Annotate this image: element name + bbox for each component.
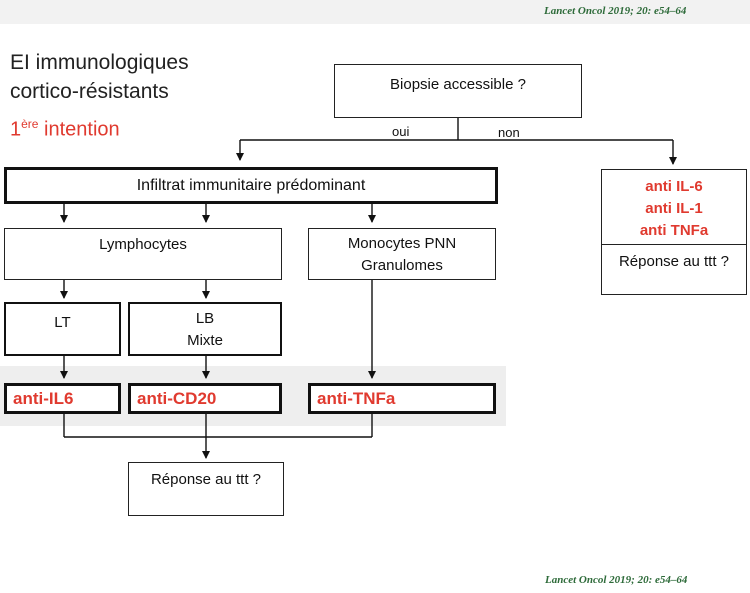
subtitle-text: intention — [38, 118, 120, 141]
anti-il6-box: anti-IL6 — [4, 383, 121, 414]
right-reponse-label: Réponse au ttt ? — [618, 253, 730, 270]
subtitle-number: 1 — [10, 118, 22, 141]
reponse-box: Réponse au ttt ? — [128, 462, 284, 516]
anti-cd20-label: anti-CD20 — [137, 389, 217, 408]
reponse-label: Réponse au ttt ? — [150, 471, 262, 488]
anti-tnfa-box: anti-TNFa — [308, 383, 496, 414]
right-reponse: Réponse au ttt ? — [602, 244, 746, 273]
branch-oui: oui — [392, 124, 410, 139]
top-bar — [0, 0, 750, 24]
anti-tnfa-label: anti-TNFa — [317, 389, 396, 408]
lymphocytes-label: Lymphocytes — [99, 236, 187, 253]
monocytes-label-2: Granulomes — [361, 257, 443, 274]
infiltrat-box: Infiltrat immunitaire prédominant — [4, 167, 498, 204]
monocytes-box: Monocytes PNN Granulomes — [308, 228, 496, 280]
monocytes-label-1: Monocytes PNN — [347, 235, 457, 252]
title-line-2: cortico-résistants — [10, 80, 169, 103]
subtitle-sup: ère — [21, 117, 39, 131]
right-treatments: anti IL-6 anti IL-1 anti TNFa — [602, 170, 746, 242]
anti-il6-label: anti-IL6 — [13, 389, 74, 408]
biopsie-label: Biopsie accessible ? — [390, 76, 526, 93]
anti-cd20-box: anti-CD20 — [128, 383, 282, 414]
right-treatment-1: anti IL-6 — [645, 178, 703, 195]
subtitle: 1ère intention — [10, 117, 120, 142]
right-treatment-2: anti IL-1 — [645, 200, 703, 217]
right-treatment-box: anti IL-6 anti IL-1 anti TNFa Réponse au… — [601, 169, 747, 295]
right-treatment-3: anti TNFa — [639, 222, 709, 239]
lymphocytes-box: Lymphocytes — [4, 228, 282, 280]
citation-bottom: Lancet Oncol 2019; 20: e54–64 — [545, 574, 688, 586]
lt-label: LT — [54, 314, 71, 331]
title-line-1: EI immunologiques — [10, 51, 189, 74]
lb-label-2: Mixte — [187, 332, 223, 349]
slide-title: EI immunologiques cortico-résistants — [10, 48, 189, 106]
infiltrat-label: Infiltrat immunitaire prédominant — [136, 177, 366, 194]
branch-non: non — [498, 125, 520, 140]
lt-box: LT — [4, 302, 121, 356]
citation-top: Lancet Oncol 2019; 20: e54–64 — [544, 5, 687, 17]
biopsie-box: Biopsie accessible ? — [334, 64, 582, 118]
lb-label-1: LB — [195, 310, 215, 327]
lb-box: LB Mixte — [128, 302, 282, 356]
